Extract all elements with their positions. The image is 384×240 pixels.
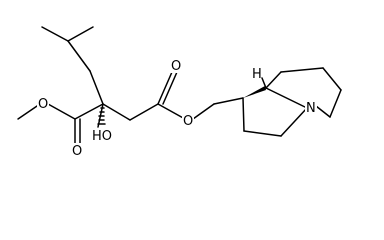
central-carbon-bonds: [97, 103, 159, 128]
methyl-ester-group: [17, 103, 104, 144]
stereo-hashed-bond: [97, 103, 106, 128]
atom-label-bridge-h: H: [252, 67, 262, 82]
stereo-wedge-bond: [243, 86, 266, 98]
atom-label-ring-n: N: [306, 101, 316, 116]
molecule-structure-diagram: O O HO O O N H: [17, 26, 342, 159]
atom-label-ester-o-right: O: [183, 114, 193, 129]
right-ester-group: [157, 71, 244, 120]
atom-label-carbonyl-o-left: O: [72, 144, 82, 159]
isobutyl-group: [41, 26, 104, 105]
pyrrolizidine-rings: [242, 67, 342, 137]
atom-label-hydroxyl: HO: [92, 129, 112, 144]
atom-label-carbonyl-o-right: O: [171, 59, 181, 74]
atom-labels: O O HO O O N H: [37, 58, 317, 159]
atom-label-ester-o-methyl: O: [38, 97, 48, 112]
